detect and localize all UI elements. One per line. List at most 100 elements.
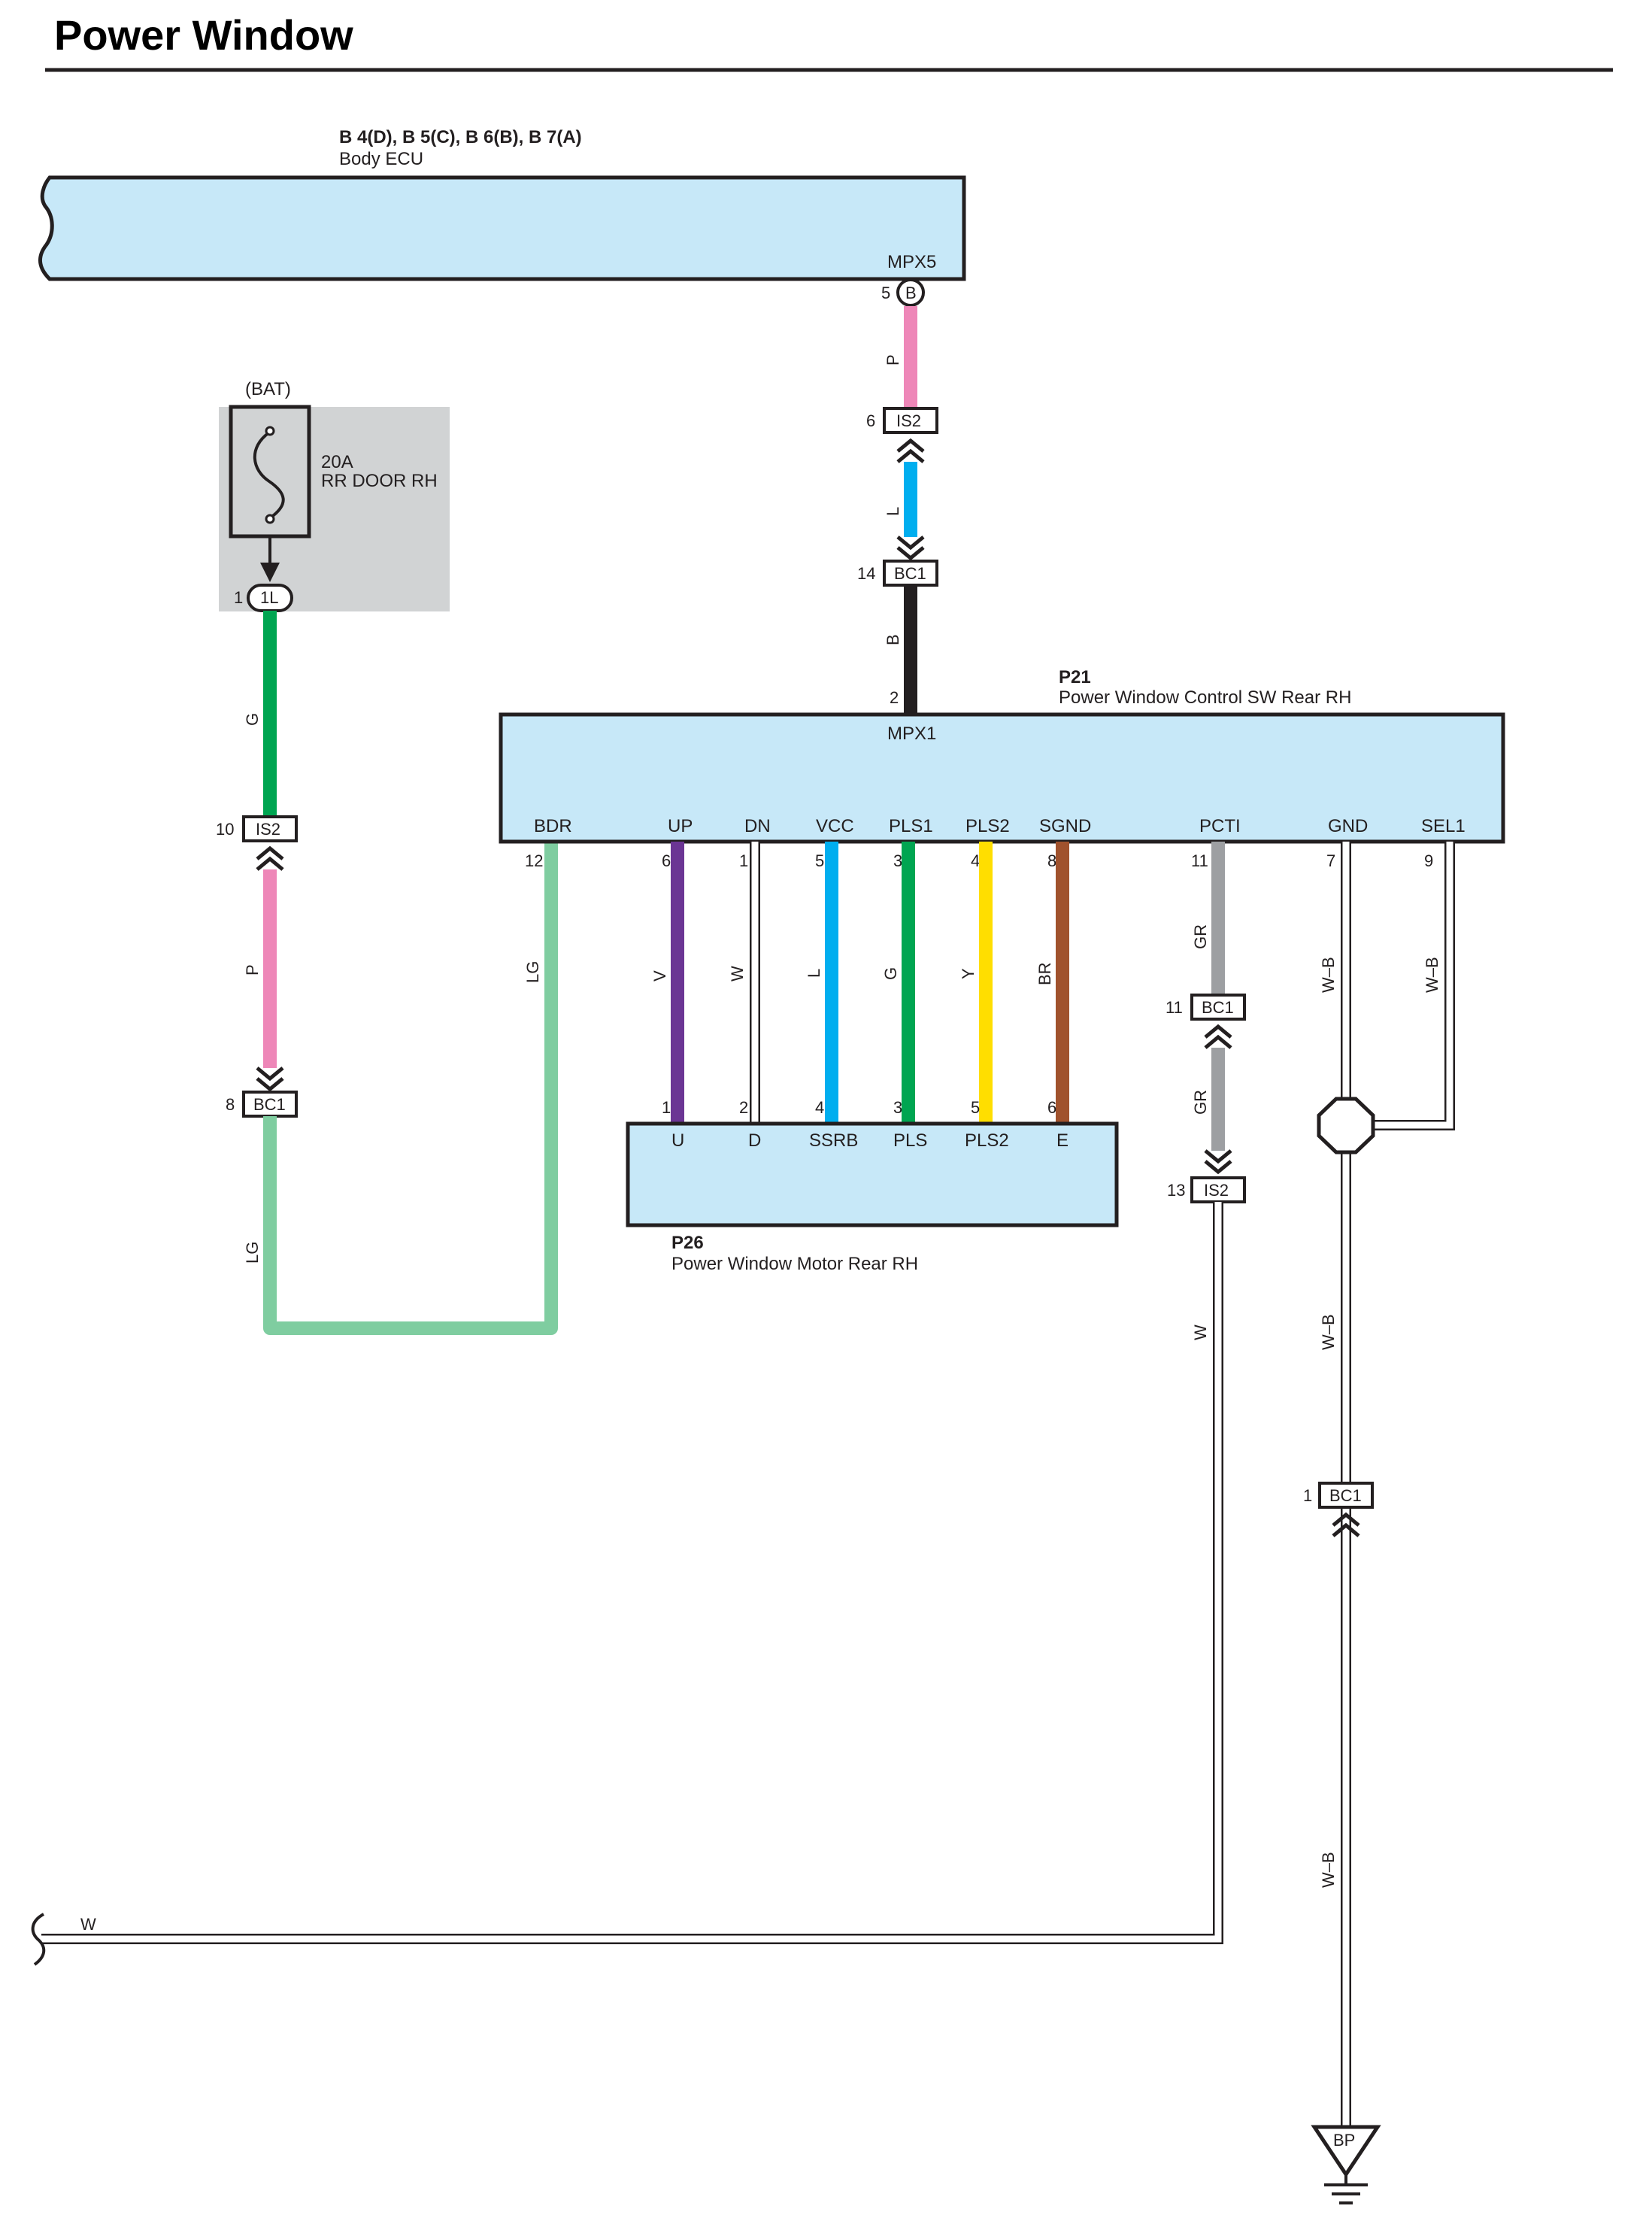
fuse-source: (BAT) <box>245 379 291 399</box>
wire-wb-sel1 <box>1346 842 1453 1129</box>
fuse-name: RR DOOR RH <box>321 471 438 491</box>
connector-is2-fuse-label: IS2 <box>256 820 280 839</box>
wire-label-p-left: P <box>243 964 262 975</box>
motor-terminal-e: E <box>1056 1130 1068 1151</box>
sw-terminal-sel1: SEL1 <box>1421 816 1466 836</box>
connector-is2-ecu-pin: 6 <box>866 411 875 430</box>
ecu-pin-number: 5 <box>881 284 890 302</box>
connector-bc1-fuse-label: BC1 <box>253 1095 286 1114</box>
connector-bc1-gnd-label: BC1 <box>1329 1486 1362 1505</box>
connector-bc1-pcti-label: BC1 <box>1202 998 1234 1017</box>
body-ecu-box <box>38 175 966 281</box>
body-ecu-connectors: B 4(D), B 5(C), B 6(B), B 7(A) <box>339 127 582 147</box>
sw-pin-dn: 1 <box>739 851 748 870</box>
ecu-pin-circle <box>896 278 925 307</box>
fuse-box-area <box>219 407 450 611</box>
chevron-up-icon <box>1332 1512 1360 1537</box>
wire-w-bottom <box>41 1202 1222 1943</box>
wire-label-w-bottom: W <box>80 1915 96 1934</box>
sw-pin-up: 6 <box>662 851 671 870</box>
motor-pin-e: 6 <box>1047 1098 1056 1117</box>
fuse-terminal-bottom <box>265 514 275 524</box>
wire-label-gr-lower: GR <box>1191 1090 1210 1115</box>
wire-label-y-pls2: Y <box>959 968 978 979</box>
connector-bc1-ecu-label: BC1 <box>894 564 926 583</box>
ground-label: BP <box>1333 2131 1355 2150</box>
sw-terminal-sgnd: SGND <box>1039 816 1091 836</box>
fuse-icon <box>253 431 285 519</box>
ecu-pin-code: B <box>905 284 917 302</box>
wire-label-l-ecu: L <box>884 507 902 516</box>
wire-lg-loop <box>263 841 558 1335</box>
fuse-junction-pin: 1 <box>234 588 243 607</box>
sw-terminal-dn: DN <box>744 816 771 836</box>
connector-is2-pcti-label: IS2 <box>1204 1181 1229 1200</box>
chevron-down-icon <box>1204 1149 1232 1175</box>
connector-is2-pcti-pin: 13 <box>1167 1181 1185 1200</box>
body-ecu-name: Body ECU <box>339 149 423 169</box>
motor-pin-pls2: 5 <box>971 1098 980 1117</box>
chevron-down-icon <box>896 536 925 561</box>
wire-label-wb-gnd-mid: W–B <box>1319 1314 1338 1350</box>
wire-label-lg-bdr: LG <box>523 961 542 983</box>
sw-pin-gnd: 7 <box>1326 851 1335 870</box>
motor-name: Power Window Motor Rear RH <box>671 1254 918 1274</box>
sw-terminal-pls2: PLS2 <box>965 816 1010 836</box>
motor-pin-d: 2 <box>739 1098 748 1117</box>
splice-point <box>1317 1097 1375 1154</box>
fuse-rating: 20A <box>321 452 353 472</box>
sw-terminal-vcc: VCC <box>816 816 854 836</box>
sw-pin-pls1: 3 <box>893 851 902 870</box>
wire-label-wb-sel1: W–B <box>1423 957 1441 993</box>
sw-terminal-bdr: BDR <box>534 816 572 836</box>
motor-box <box>626 1121 1119 1227</box>
sw-terminal-pcti: PCTI <box>1199 816 1241 836</box>
sw-terminal-pls1: PLS1 <box>889 816 933 836</box>
wire-label-w-dn: W <box>728 966 747 982</box>
connector-bc1-gnd <box>1318 1482 1374 1509</box>
arrow-down-icon <box>260 563 280 582</box>
motor-terminal-ssrb: SSRB <box>809 1130 858 1151</box>
wire-label-wb-gnd-lower: W–B <box>1319 1852 1338 1888</box>
wire-label-l-vcc: L <box>805 969 823 978</box>
sw-code: P21 <box>1059 667 1091 687</box>
connector-bc1-gnd-pin: 1 <box>1303 1486 1312 1505</box>
sw-terminal-up: UP <box>668 816 693 836</box>
wire-label-wb-gnd-upper: W–B <box>1319 957 1338 993</box>
connector-bc1-pcti <box>1190 994 1246 1021</box>
motor-terminal-pls2: PLS2 <box>965 1130 1009 1151</box>
connector-is2-fuse <box>242 815 298 842</box>
wire-label-w-pcti: W <box>1191 1324 1210 1340</box>
wire-label-p-ecu: P <box>884 354 902 366</box>
fuse-junction-code: 1L <box>260 588 278 607</box>
connector-bc1-ecu-pin: 14 <box>857 564 875 583</box>
sw-top-pin: 2 <box>890 688 899 707</box>
connector-is2-ecu <box>883 407 938 434</box>
wire-label-b-ecu: B <box>884 634 902 645</box>
motor-terminal-pls: PLS <box>893 1130 927 1151</box>
motor-terminal-d: D <box>748 1130 761 1151</box>
sw-pin-pcti: 11 <box>1191 851 1208 870</box>
motor-pin-pls: 3 <box>893 1098 902 1117</box>
chevron-down-icon <box>256 1067 284 1092</box>
fuse-terminal-top <box>265 426 275 436</box>
ground-triangle <box>1311 2125 1381 2178</box>
page-title: Power Window <box>54 11 353 59</box>
chevron-up-icon <box>1204 1024 1232 1049</box>
connector-is2-fuse-pin: 10 <box>216 820 234 839</box>
wire-label-br-sgnd: BR <box>1035 962 1054 985</box>
motor-pin-ssrb: 4 <box>815 1098 824 1117</box>
wire-label-lg-left: LG <box>243 1242 262 1264</box>
control-switch-box <box>499 712 1505 844</box>
sw-name: Power Window Control SW Rear RH <box>1059 687 1351 708</box>
wire-label-g-fuse: G <box>243 713 262 726</box>
wire-break-icon <box>31 1913 46 1966</box>
motor-pin-u: 1 <box>662 1098 671 1117</box>
chevron-up-icon <box>256 845 284 871</box>
connector-is2-ecu-label: IS2 <box>896 411 921 430</box>
connector-bc1-ecu <box>883 560 938 587</box>
motor-code: P26 <box>671 1233 704 1253</box>
wire-label-gr-upper: GR <box>1191 924 1210 949</box>
wire-label-g-pls1: G <box>881 967 900 980</box>
